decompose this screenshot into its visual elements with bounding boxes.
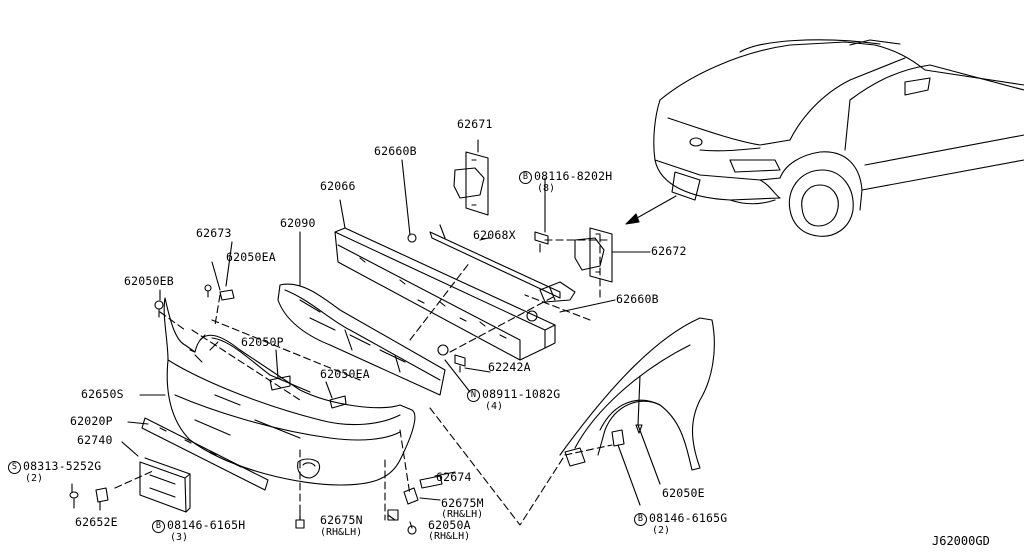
part-label-62660B-right[interactable]: 62660B <box>616 292 659 306</box>
part-label-62673[interactable]: 62673 <box>196 226 232 240</box>
part-label-62650S[interactable]: 62650S <box>81 387 124 401</box>
part-label-62068X[interactable]: 62068X <box>473 228 516 242</box>
qty-08146-6165G: (2) <box>652 525 671 536</box>
bracket-62671 <box>454 152 488 215</box>
bolt-type-b-icon: B <box>634 513 647 526</box>
part-label-62090[interactable]: 62090 <box>280 216 316 230</box>
bolt-type-b-icon: B <box>519 171 532 184</box>
part-label-62674[interactable]: 62674 <box>436 470 472 484</box>
part-label-62242A[interactable]: 62242A <box>488 360 531 374</box>
energy-absorber-62090 <box>278 284 445 395</box>
part-label-62050EA-top[interactable]: 62050EA <box>226 250 276 264</box>
vehicle-illustration <box>654 40 1024 236</box>
bumper-fascia-62650S <box>164 298 415 485</box>
license-bracket-62740 <box>140 458 190 512</box>
part-label-62050A[interactable]: 62050A <box>428 518 471 532</box>
qty-08116-8202H: (8) <box>537 183 556 194</box>
part-label-62020P[interactable]: 62020P <box>70 414 113 428</box>
assembly-leader-lines <box>115 235 612 525</box>
qty-62675M: (RH&LH) <box>441 509 484 520</box>
qty-08146-6165H: (3) <box>170 532 189 543</box>
bracket-62068X <box>430 225 575 302</box>
label-leader-lines <box>72 140 660 528</box>
qty-08313-5252G: (2) <box>25 473 44 484</box>
nut-type-n-icon: N <box>467 389 480 402</box>
qty-62675N: (RH&LH) <box>320 527 363 538</box>
part-label-62066[interactable]: 62066 <box>320 179 356 193</box>
part-label-62675N[interactable]: 62675N <box>320 513 363 527</box>
part-label-62671[interactable]: 62671 <box>457 117 493 131</box>
bracket-62672 <box>575 228 612 282</box>
part-label-62652E[interactable]: 62652E <box>75 515 118 529</box>
screw-type-s-icon: S <box>8 461 21 474</box>
part-label-62675M[interactable]: 62675M <box>441 496 484 510</box>
lower-grille-62020P <box>142 418 268 490</box>
bumper-reinforcement-62066 <box>335 228 555 360</box>
part-label-62050EB[interactable]: 62050EB <box>124 274 174 288</box>
part-label-62050P[interactable]: 62050P <box>241 335 284 349</box>
front-fender <box>560 318 714 470</box>
part-label-62660B-top[interactable]: 62660B <box>374 144 417 158</box>
fasteners <box>70 232 642 534</box>
qty-62050A: (RH&LH) <box>428 531 471 542</box>
part-label-62740[interactable]: 62740 <box>77 433 113 447</box>
diagram-code: J62000GD <box>932 534 990 548</box>
qty-08911-1082G: (4) <box>485 401 504 412</box>
part-label-62672[interactable]: 62672 <box>651 244 687 258</box>
part-label-62050EA-mid[interactable]: 62050EA <box>320 367 370 381</box>
direction-arrow <box>626 196 676 224</box>
part-label-62050E[interactable]: 62050E <box>662 486 705 500</box>
bolt-type-b-icon: B <box>152 520 165 533</box>
